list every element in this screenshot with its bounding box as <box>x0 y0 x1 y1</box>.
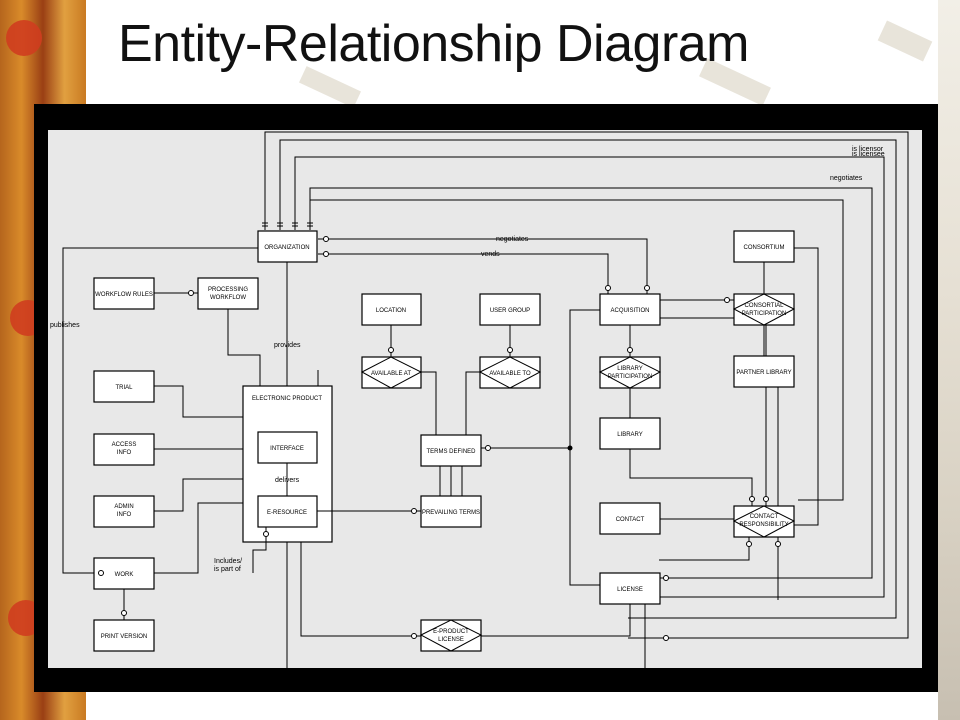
relationship-line <box>154 502 256 574</box>
svg-text:CONSORTIAL: CONSORTIAL <box>745 303 785 309</box>
svg-text:PARTNER LIBRARY: PARTNER LIBRARY <box>736 370 791 376</box>
svg-text:USER GROUP: USER GROUP <box>490 308 530 314</box>
relationship-is-licensor: is licensor <box>264 131 909 639</box>
relationship-line <box>421 371 437 435</box>
entity-access-info[interactable]: ACCESS INFO <box>93 433 155 466</box>
svg-text:PROCESSING: PROCESSING <box>208 287 248 293</box>
relationship-line <box>659 537 750 561</box>
relationship-is-part-of-label: is part of <box>214 566 241 573</box>
entity-contact-responsibility[interactable]: CONTACT RESPONSIBILITY <box>732 505 796 538</box>
entity-prevailing-terms[interactable]: PREVAILING TERMS <box>420 495 482 528</box>
relationship-provides-label: provides <box>274 342 301 349</box>
entity-interface[interactable]: INTERFACE <box>257 431 318 464</box>
svg-text:ACQUISITION: ACQUISITION <box>610 308 649 314</box>
entity-trial[interactable]: TRIAL <box>93 370 155 403</box>
entity-available-at[interactable]: AVAILABLE AT <box>360 356 423 389</box>
entity-library[interactable]: LIBRARY <box>599 417 661 450</box>
entity-e-product-license[interactable]: E-PRODUCT LICENSE <box>419 619 483 652</box>
relationship-line <box>629 449 753 506</box>
entity-workflow-rules[interactable]: WORKFLOW RULES <box>93 277 155 310</box>
entity-library-participation[interactable]: LIBRARY PARTICIPATION <box>598 356 662 389</box>
svg-text:PREVAILING TERMS: PREVAILING TERMS <box>422 510 480 516</box>
decorative-shape <box>877 20 933 62</box>
svg-text:INTERFACE: INTERFACE <box>270 446 304 452</box>
relationship-line <box>154 385 243 418</box>
svg-text:WORKFLOW RULES: WORKFLOW RULES <box>95 292 153 298</box>
relationship-is-licensee: is licensee <box>279 139 897 619</box>
svg-text:negotiates: negotiates <box>830 175 863 182</box>
svg-text:PRINT VERSION: PRINT VERSION <box>101 634 148 640</box>
svg-text:LICENSE: LICENSE <box>438 637 464 643</box>
entity-contact[interactable]: CONTACT <box>599 502 661 535</box>
entity-user-group[interactable]: USER GROUP <box>479 293 541 326</box>
entity-admin-info[interactable]: ADMIN INFO <box>93 495 155 528</box>
svg-text:WORK: WORK <box>115 572 134 578</box>
svg-text:is licensor: is licensor <box>852 146 884 153</box>
svg-text:ORGANIZATION: ORGANIZATION <box>264 245 309 251</box>
svg-text:TERMS DEFINED: TERMS DEFINED <box>426 449 476 455</box>
svg-text:WORKFLOW: WORKFLOW <box>210 295 246 301</box>
svg-text:CONTACT: CONTACT <box>750 514 779 520</box>
svg-text:CONTACT: CONTACT <box>616 517 645 523</box>
junction-dot <box>567 445 573 451</box>
relationship-includes-label: Includes/ <box>214 558 242 565</box>
entity-print-version[interactable]: PRINT VERSION <box>93 619 155 652</box>
svg-text:vends: vends <box>481 251 500 258</box>
svg-text:E-RESOURCE: E-RESOURCE <box>267 510 307 516</box>
er-diagram: is licensor is licensee negotiates ORGAN… <box>50 131 909 668</box>
svg-text:E-PRODUCT: E-PRODUCT <box>433 629 469 635</box>
relationship-line <box>465 371 480 435</box>
svg-text:INFO: INFO <box>117 512 132 518</box>
entity-acquisition[interactable]: ACQUISITION <box>599 293 661 326</box>
svg-text:ACCESS: ACCESS <box>112 442 137 448</box>
entity-location[interactable]: LOCATION <box>361 293 422 326</box>
svg-text:PARTICIPATION: PARTICIPATION <box>742 311 787 317</box>
svg-text:PARTICIPATION: PARTICIPATION <box>608 374 653 380</box>
relationship-line <box>294 156 885 598</box>
svg-text:CONSORTIUM: CONSORTIUM <box>744 245 785 251</box>
svg-text:is licensee: is licensee <box>852 151 885 158</box>
svg-text:LIBRARY: LIBRARY <box>617 366 643 372</box>
entity-license[interactable]: LICENSE <box>599 572 661 605</box>
svg-text:negotiates: negotiates <box>496 236 529 243</box>
entity-available-to[interactable]: AVAILABLE TO <box>478 356 542 389</box>
relationship-line <box>569 309 600 586</box>
svg-text:LOCATION: LOCATION <box>376 308 406 314</box>
relationship-line <box>252 527 267 573</box>
entity-partner-library[interactable]: PARTNER LIBRARY <box>733 355 795 388</box>
relationship-vends: vends <box>318 251 609 295</box>
svg-text:INFO: INFO <box>117 450 132 456</box>
relationship-line <box>154 478 243 512</box>
svg-text:RESPONSIBILITY: RESPONSIBILITY <box>739 522 788 528</box>
svg-text:AVAILABLE TO: AVAILABLE TO <box>489 371 531 377</box>
entity-terms-defined[interactable]: TERMS DEFINED <box>420 434 482 467</box>
relationship-negotiates-mid: negotiates <box>318 236 648 295</box>
svg-text:TRIAL: TRIAL <box>115 385 133 391</box>
decorative-right-border <box>938 0 960 720</box>
entity-consortial-participation[interactable]: CONSORTIAL PARTICIPATION <box>732 293 796 326</box>
relationship-line <box>481 604 631 637</box>
entity-organization[interactable]: ORGANIZATION <box>257 230 318 263</box>
svg-text:ELECTRONIC PRODUCT: ELECTRONIC PRODUCT <box>252 396 322 402</box>
relationship-line <box>794 247 819 526</box>
relationship-line <box>300 542 421 637</box>
entity-processing-workflow[interactable]: PROCESSING WORKFLOW <box>197 277 259 310</box>
relationship-delivers-label: delivers <box>275 477 300 484</box>
svg-text:LICENSE: LICENSE <box>617 587 643 593</box>
svg-text:ADMIN: ADMIN <box>114 504 133 510</box>
relationship-line <box>227 309 261 386</box>
relationship-publishes-label: publishes <box>50 322 80 329</box>
relationship-line <box>309 199 844 501</box>
entity-consortium[interactable]: CONSORTIUM <box>733 230 795 263</box>
svg-text:AVAILABLE AT: AVAILABLE AT <box>371 371 411 377</box>
entity-e-resource[interactable]: E-RESOURCE <box>257 495 318 528</box>
relationship-line <box>62 247 258 574</box>
er-diagram-canvas: is licensor is licensee negotiates ORGAN… <box>48 130 922 668</box>
slide-title: Entity-Relationship Diagram <box>118 15 750 73</box>
svg-text:LIBRARY: LIBRARY <box>617 432 643 438</box>
cardinality-markers <box>98 222 781 641</box>
